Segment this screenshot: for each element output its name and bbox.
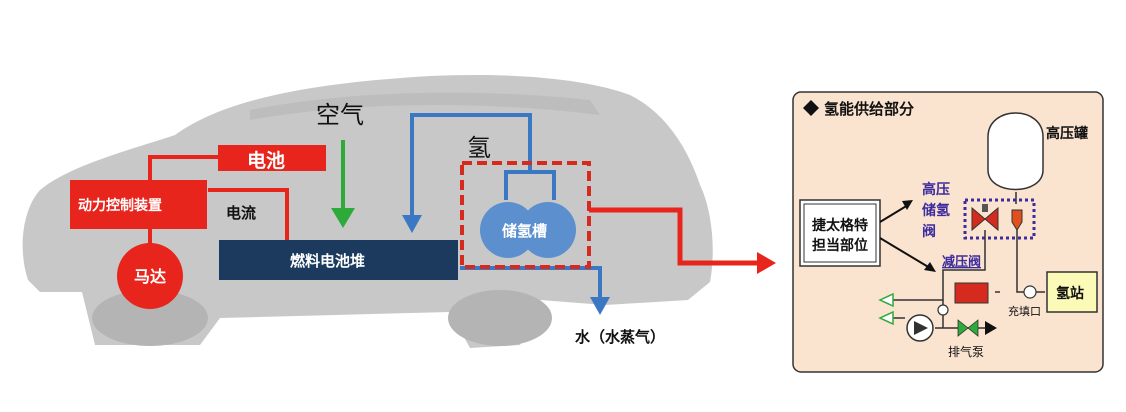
hydrogen-supply-highlight (460, 161, 591, 269)
fuel-cell-stack-box (219, 240, 458, 280)
outlet-triangle-icon (878, 292, 894, 308)
pointer-arrows (879, 204, 931, 269)
check-valve-icon (1023, 285, 1037, 299)
power-control-box (70, 180, 207, 229)
motor-label: 马达 (134, 267, 166, 286)
filling-port-label: 充填口 (1008, 304, 1041, 318)
water-arrow-down (590, 297, 610, 315)
hydrogen-label: 氢 (467, 134, 491, 162)
high-pressure-valve-label: 高压 储氢 阀 (921, 181, 955, 240)
responsible-part-line2: 担当部位 (812, 237, 868, 254)
battery-box (218, 145, 326, 171)
motor-circle (117, 243, 183, 309)
hydrogen-tank (480, 202, 576, 258)
current-label: 电流 (226, 204, 256, 222)
hydrogen-lines (410, 113, 602, 300)
water-label: 水（水蒸气） (575, 328, 665, 346)
responsible-part-line1: 捷太格特 (812, 217, 868, 234)
high-pressure-tank-shape (987, 112, 1044, 191)
air-arrow (331, 140, 355, 228)
diamond-bullet-icon (803, 100, 819, 116)
hydrogen-station-label: 氢站 (1056, 285, 1084, 302)
tank-label: 储氢槽 (502, 222, 547, 240)
panel-title: 氢能供给部分 (824, 100, 914, 118)
car-body (22, 74, 713, 348)
hydrogen-station-box (1046, 271, 1098, 313)
air-label: 空气 (316, 101, 364, 129)
high-pressure-valve-icon (971, 204, 1023, 232)
battery-label: 电池 (247, 149, 285, 172)
power-control-label: 动力控制装置 (78, 197, 162, 214)
outlet-triangle-icon (878, 310, 894, 326)
hydrogen-arrow-down (402, 215, 422, 233)
electric-wires (148, 155, 289, 245)
pressure-reducing-valve-block (954, 282, 989, 304)
high-pressure-tank-label: 高压罐 (1046, 125, 1088, 142)
callout-arrow (589, 207, 760, 266)
fuel-cell-label: 燃料电池堆 (290, 252, 365, 270)
exhaust-pump-label: 排气泵 (948, 344, 984, 359)
pressure-reducing-valve-label: 减压阀 (942, 254, 981, 270)
responsible-part-box (799, 199, 881, 267)
